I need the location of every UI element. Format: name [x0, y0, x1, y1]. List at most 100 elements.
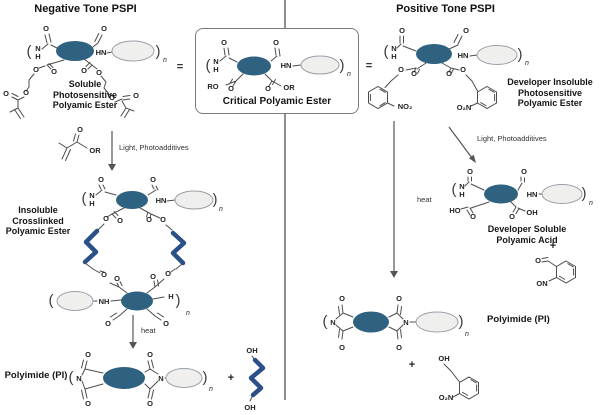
atom-label-o: O: [396, 343, 402, 352]
light-diagonal-arrow: [448, 126, 473, 159]
neg-heat-step: heat: [129, 315, 157, 349]
benzene-ring: [477, 85, 497, 110]
atom-label-o: O: [101, 24, 107, 33]
atom-label-n: N: [403, 318, 408, 327]
atom-label-or: OR: [283, 83, 295, 92]
repeat-subscript: n: [163, 57, 167, 64]
atom-label-n: N: [89, 191, 94, 200]
atom-label-o: O: [463, 26, 469, 35]
atom-label-o: O: [51, 67, 57, 76]
open-bracket: (: [323, 313, 328, 330]
aryl-ellipse: [57, 291, 93, 311]
aryl-ellipse-outline: [300, 55, 340, 75]
repeat-subscript: n: [525, 60, 529, 67]
nitrosobenzaldehyde-structure: O ON: [535, 256, 576, 288]
plus-sign: +: [550, 240, 556, 252]
atom-label-o: O: [85, 399, 91, 408]
atom-label-o2n: O₂N: [457, 103, 472, 112]
atom-label-n: N: [35, 44, 40, 53]
atom-label-o: O: [23, 88, 29, 97]
atom-label-ho: HO: [449, 206, 460, 215]
atom-label-o: O: [103, 214, 109, 223]
crosslinked-polyamic-ester-structure: ( N H O O HN ) n O O O O ( NH: [49, 175, 224, 328]
atom-label-o: O: [3, 89, 9, 98]
atom-label-oh: OH: [246, 346, 257, 355]
close-bracket: ): [459, 313, 464, 330]
close-bracket: ): [156, 43, 161, 60]
dev-insoluble-caption: Developer Insoluble Photosensitive Polya…: [502, 77, 598, 109]
caption-line: Photosensitive: [517, 87, 582, 98]
atom-label-o: O: [221, 38, 227, 47]
neg-polyamic-ester-structure: ( N H O O HN ) n O O O O O O O O: [3, 24, 167, 119]
atom-label-o: O: [521, 167, 527, 176]
atom-label-no2: NO₂: [398, 102, 413, 111]
benzene-ring: [556, 260, 576, 284]
atom-label-o: O: [446, 69, 452, 78]
repeat-subscript: n: [186, 310, 190, 317]
heat-label: heat: [417, 195, 433, 204]
caption-line: Insoluble: [18, 205, 58, 215]
aryl-ellipse-outline: [111, 40, 155, 62]
atom-label-hn: HN: [156, 196, 167, 205]
core-ellipse: [484, 184, 518, 204]
atom-label-o: O: [114, 274, 120, 283]
atom-label-o: O: [43, 24, 49, 33]
negative-tone-title: Negative Tone PSPI: [34, 3, 137, 15]
atom-label-o: O: [133, 91, 139, 100]
close-bracket: ): [203, 369, 208, 386]
close-bracket: ): [582, 185, 587, 202]
dev-soluble-caption: Developer Soluble Polyamic Acid: [474, 224, 580, 245]
chain-bond: [84, 262, 101, 274]
aryl-ellipse: [542, 184, 582, 204]
atom-label-o: O: [96, 68, 102, 77]
atom-label-hn: HN: [458, 51, 469, 60]
atom-label-o2n: O₂N: [439, 393, 454, 402]
crosslink-chain: [170, 230, 187, 266]
critical-polyamic-ester-box: [195, 28, 359, 114]
atom-label-o: O: [77, 125, 83, 134]
atom-label-o: O: [339, 294, 345, 303]
plus-sign: +: [228, 372, 234, 384]
atom-label-or: OR: [89, 146, 101, 155]
bonds: [219, 47, 302, 87]
benzene-ring: [368, 85, 388, 110]
repeat-subscript: n: [465, 331, 469, 338]
atom-label-o: O: [160, 215, 166, 224]
pos-polyamic-ester-structure: ( N H O O HN ) n O O O O NO₂ O₂N: [368, 26, 529, 112]
bonds: [541, 257, 557, 282]
atom-label-h: H: [391, 52, 396, 61]
aryl-ellipse-outline: [165, 368, 203, 388]
aryl-ellipse-outline: [476, 45, 518, 65]
atom-label-o: O: [117, 216, 123, 225]
aryl-ellipse-outline: [56, 291, 94, 311]
repeat-subscript: n: [219, 206, 223, 213]
caption-line: Polyamic Ester: [517, 98, 583, 108]
atom-label-hn: HN: [281, 61, 292, 70]
atom-label-o: O: [273, 38, 279, 47]
nitrobenzyl-alcohol-structure: + OH O₂N: [409, 354, 479, 402]
neg-exposure-step: O OR Light, Photoadditives: [58, 125, 189, 171]
atom-label-oh: OH: [438, 354, 449, 363]
atom-label-o: O: [509, 212, 515, 221]
open-bracket: (: [69, 369, 74, 386]
reagent-bonds: [58, 133, 88, 161]
atom-label-n: N: [391, 44, 396, 53]
atom-label-o: O: [150, 175, 156, 184]
bonds: [93, 268, 176, 321]
light-diagonal-arrowhead: [468, 154, 476, 163]
pos-steps: heat Light, Photoadditives: [390, 121, 547, 278]
open-bracket: (: [384, 43, 389, 60]
atom-label-o: O: [470, 212, 476, 221]
pos-polyimide-structure: ( N O O O O N ) n: [323, 294, 470, 352]
caption-line: Developer Insoluble: [507, 77, 593, 87]
equals-sign: =: [366, 60, 372, 72]
atom-label-o: O: [147, 399, 153, 408]
caption-line: Soluble: [68, 79, 102, 89]
atom-label-o: O: [101, 270, 107, 279]
caption-line: Developer Soluble: [487, 224, 567, 234]
atom-label-hn: HN: [527, 190, 538, 199]
aryl-ellipse: [166, 368, 202, 388]
scheme-divider-line: [284, 0, 286, 400]
caption-line: Polyamic Ester: [5, 226, 71, 236]
